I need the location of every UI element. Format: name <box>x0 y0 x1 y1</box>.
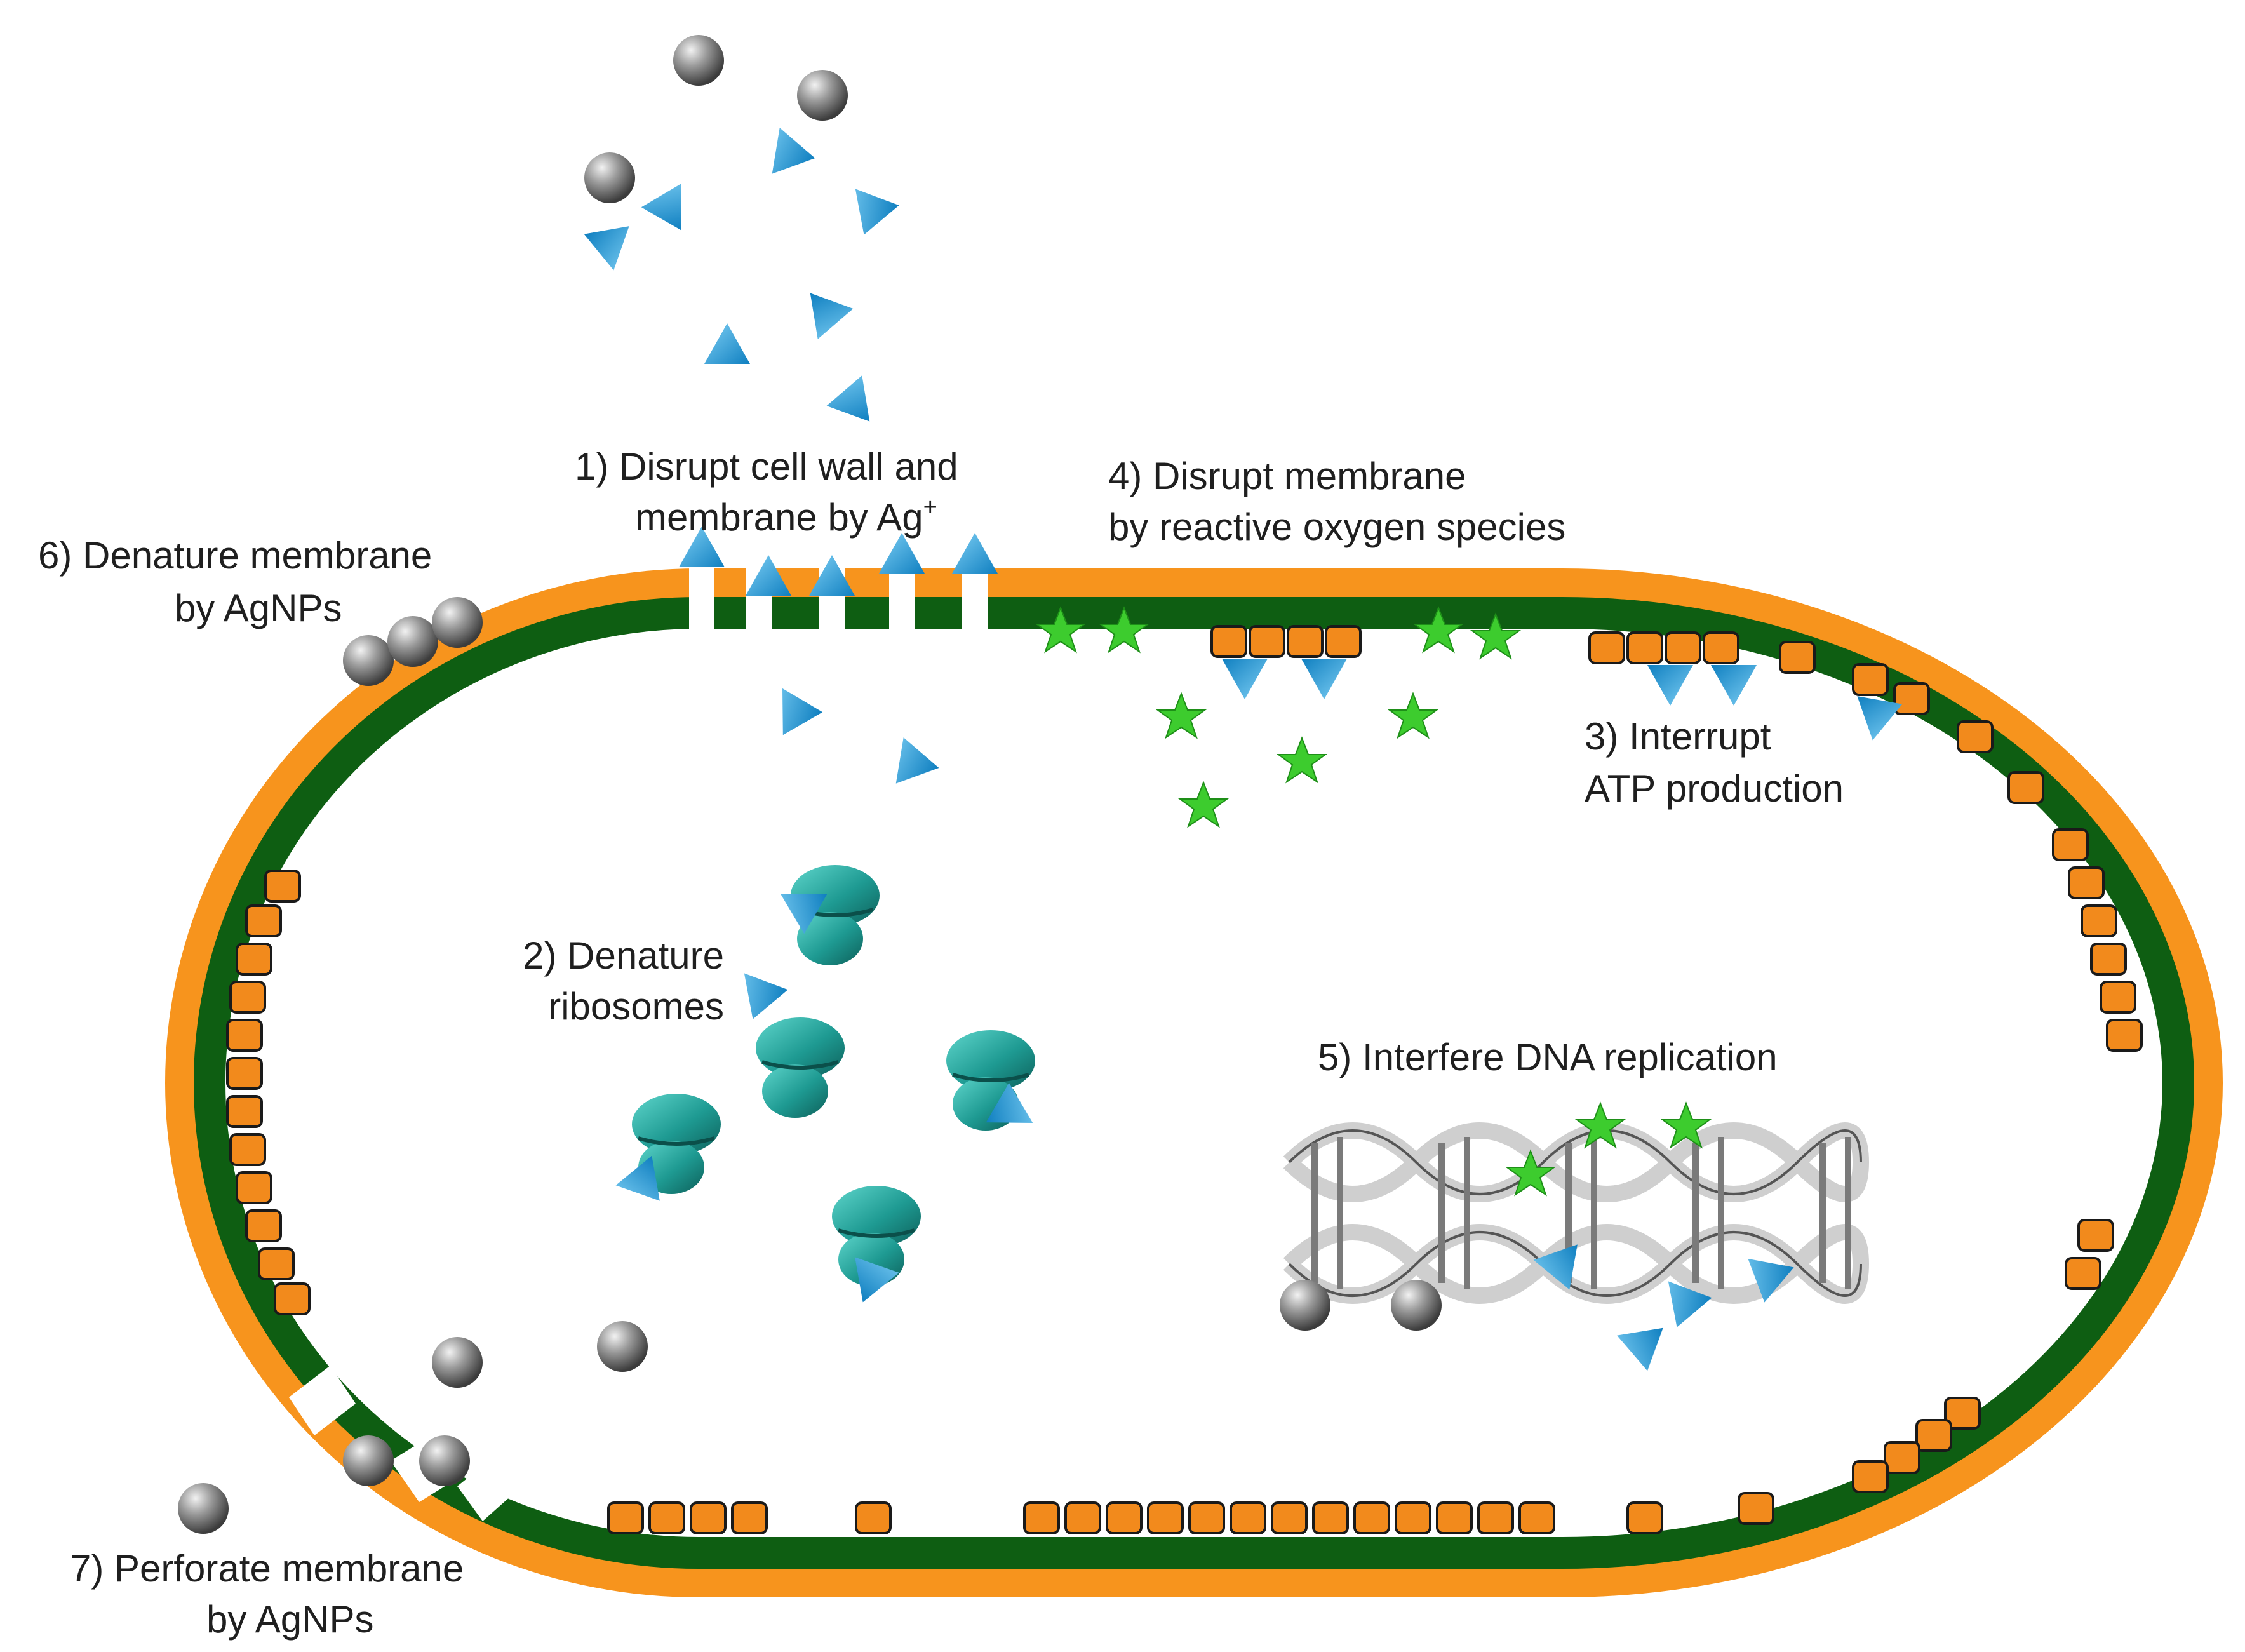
orange-block-icon <box>1230 1501 1266 1534</box>
blue-triangle-icon <box>879 533 925 574</box>
orange-block-icon <box>1893 682 1930 715</box>
step2-label-line1: 2) Denature <box>523 934 724 977</box>
orange-block-icon <box>2081 904 2117 937</box>
orange-block-icon <box>1738 1492 1774 1525</box>
blue-triangle-icon <box>796 293 854 347</box>
labels: 1) Disrupt cell wall and membrane by Ag+… <box>38 445 1844 1641</box>
orange-block-icon <box>1588 631 1625 664</box>
orange-block-icon <box>2106 1019 2143 1052</box>
orange-block-icon <box>229 981 266 1014</box>
blue-triangle-icon <box>952 533 998 574</box>
step6-label-line2: by AgNPs <box>175 587 342 629</box>
blue-triangle-icon <box>584 226 636 274</box>
orange-block-icon <box>607 1501 644 1534</box>
orange-block-icon <box>264 870 301 903</box>
step5-label: 5) Interfere DNA replication <box>1318 1036 1778 1078</box>
orange-block-icon <box>1023 1501 1060 1534</box>
blue-triangle-icon <box>704 323 750 364</box>
gray-sphere-icon <box>343 635 394 686</box>
orange-block-icon <box>1395 1501 1431 1534</box>
gray-sphere-icon <box>343 1435 394 1486</box>
orange-block-icon <box>1779 641 1816 674</box>
orange-block-icon <box>245 1209 282 1242</box>
orange-block-icon <box>1249 625 1285 658</box>
blue-triangle-icon <box>826 367 884 422</box>
orange-block-icon <box>1957 720 1994 753</box>
step2-label-line2: ribosomes <box>548 985 724 1028</box>
orange-block-icon <box>1852 1460 1889 1493</box>
orange-block-icon <box>2007 771 2044 804</box>
gray-sphere-icon <box>1391 1280 1442 1331</box>
gray-sphere-icon <box>432 1337 483 1388</box>
orange-block-icon <box>1665 631 1701 664</box>
step1-label-superscript: + <box>923 494 937 521</box>
orange-block-icon <box>2068 866 2105 899</box>
orange-block-icon <box>1325 625 1362 658</box>
orange-block-icon <box>1915 1419 1952 1452</box>
orange-block-icon <box>2090 943 2127 976</box>
gray-sphere-icon <box>597 1321 648 1372</box>
step1-label-line1: 1) Disrupt cell wall and <box>575 445 958 488</box>
gray-sphere-icon <box>584 152 635 203</box>
gray-sphere-icon <box>419 1435 470 1486</box>
orange-block-icon <box>2052 828 2089 861</box>
step6-label-line1: 6) Denature membrane <box>38 534 432 577</box>
gray-sphere-icon <box>387 616 438 667</box>
orange-block-icon <box>1353 1501 1390 1534</box>
orange-block-icon <box>258 1247 295 1280</box>
orange-block-icon <box>731 1501 768 1534</box>
step4-label-line1: 4) Disrupt membrane <box>1108 455 1466 497</box>
orange-block-icon <box>274 1282 311 1315</box>
orange-block-icon <box>236 943 272 976</box>
gray-sphere-icon <box>673 35 724 86</box>
orange-block-icon <box>1287 625 1324 658</box>
orange-block-icon <box>1626 1501 1663 1534</box>
gray-sphere-icon <box>797 70 848 121</box>
step3-label-line2: ATP production <box>1585 767 1844 810</box>
orange-block-icon <box>1312 1501 1349 1534</box>
orange-block-icon <box>1436 1501 1473 1534</box>
orange-block-icon <box>690 1501 727 1534</box>
orange-block-icon <box>1106 1501 1143 1534</box>
orange-block-icon <box>226 1057 263 1090</box>
step7-label-line2: by AgNPs <box>206 1598 373 1641</box>
orange-block-icon <box>1626 631 1663 664</box>
orange-block-icon <box>855 1501 892 1534</box>
orange-block-icon <box>1210 625 1247 658</box>
orange-block-icon <box>226 1019 263 1052</box>
orange-block-icon <box>1064 1501 1101 1534</box>
orange-block-icon <box>1147 1501 1184 1534</box>
orange-block-icon <box>245 904 282 937</box>
orange-block-icon <box>1884 1441 1920 1474</box>
step1-label-line2: membrane by Ag+ <box>635 494 937 539</box>
orange-block-icon <box>2065 1257 2101 1290</box>
orange-block-icon <box>229 1133 266 1166</box>
step4-label-line2: by reactive oxygen species <box>1108 506 1565 548</box>
orange-block-icon <box>1188 1501 1225 1534</box>
step7-label-line1: 7) Perforate membrane <box>70 1547 464 1590</box>
orange-block-icon <box>1477 1501 1514 1534</box>
orange-block-icon <box>1852 663 1889 696</box>
blue-triangle-icon <box>758 119 815 174</box>
step1-label-text: membrane by Ag <box>635 496 923 539</box>
orange-block-icon <box>1703 631 1739 664</box>
gray-sphere-icon <box>178 1483 229 1534</box>
orange-block-icon <box>1271 1501 1308 1534</box>
orange-block-icon <box>648 1501 685 1534</box>
orange-block-icon <box>226 1095 263 1128</box>
orange-block-icon <box>2077 1219 2114 1252</box>
orange-block-icon <box>1518 1501 1555 1534</box>
gray-sphere-icon <box>1280 1280 1330 1331</box>
orange-block-icon <box>2100 981 2136 1014</box>
bacterial-cell <box>165 559 2223 1597</box>
blue-triangle-icon <box>641 171 702 231</box>
cytoplasm <box>225 629 2162 1537</box>
blue-triangle-icon <box>838 174 899 235</box>
gray-sphere-icon <box>432 597 483 648</box>
step3-label-line1: 3) Interrupt <box>1585 715 1771 758</box>
orange-block-icon <box>236 1171 272 1204</box>
